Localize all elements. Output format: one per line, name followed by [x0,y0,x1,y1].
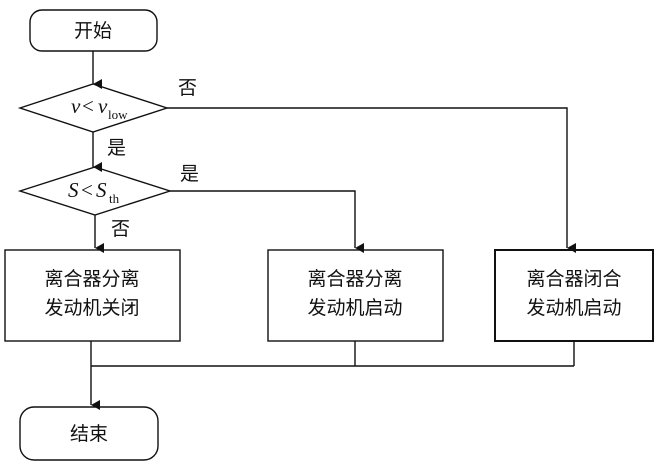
decision1-ref: v [98,94,108,118]
box1-line2: 发动机关闭 [44,297,139,319]
box-clutch-closed-engine-on: 离合器闭合 发动机启动 [494,249,654,342]
decision2-op: < [81,178,93,202]
decision1-ref-sub: low [108,107,128,122]
box2-line1: 离合器分离 [307,268,402,290]
decision1-yes-label: 是 [107,137,126,159]
box-clutch-open-engine-on: 离合器分离 发动机启动 [267,249,444,342]
decision2-yes-label: 是 [180,163,199,185]
decision2-var: S [68,178,79,202]
decision2-ref: S [96,178,107,202]
box3-line1: 离合器闭合 [526,268,621,290]
box3-line2: 发动机启动 [526,297,621,319]
box2-line2: 发动机启动 [307,297,402,319]
box-clutch-open-engine-off: 离合器分离 发动机关闭 [4,249,181,342]
edge-decision1-no [167,107,576,253]
decision1-op: < [82,94,94,118]
decision1-no-label: 否 [178,77,197,99]
decision2-ref-sub: th [109,191,120,206]
decision1-node: v < v low [17,83,170,133]
end-node: 结束 [19,406,159,461]
decision2-node: S < S th [17,166,173,216]
end-label: 结束 [70,423,108,445]
decision2-no-label: 否 [111,218,130,240]
start-label: 开始 [74,20,112,42]
start-node: 开始 [29,9,158,52]
edge-decision2-yes [170,190,364,253]
box1-line1: 离合器分离 [44,268,139,290]
decision1-var: v [71,94,81,118]
